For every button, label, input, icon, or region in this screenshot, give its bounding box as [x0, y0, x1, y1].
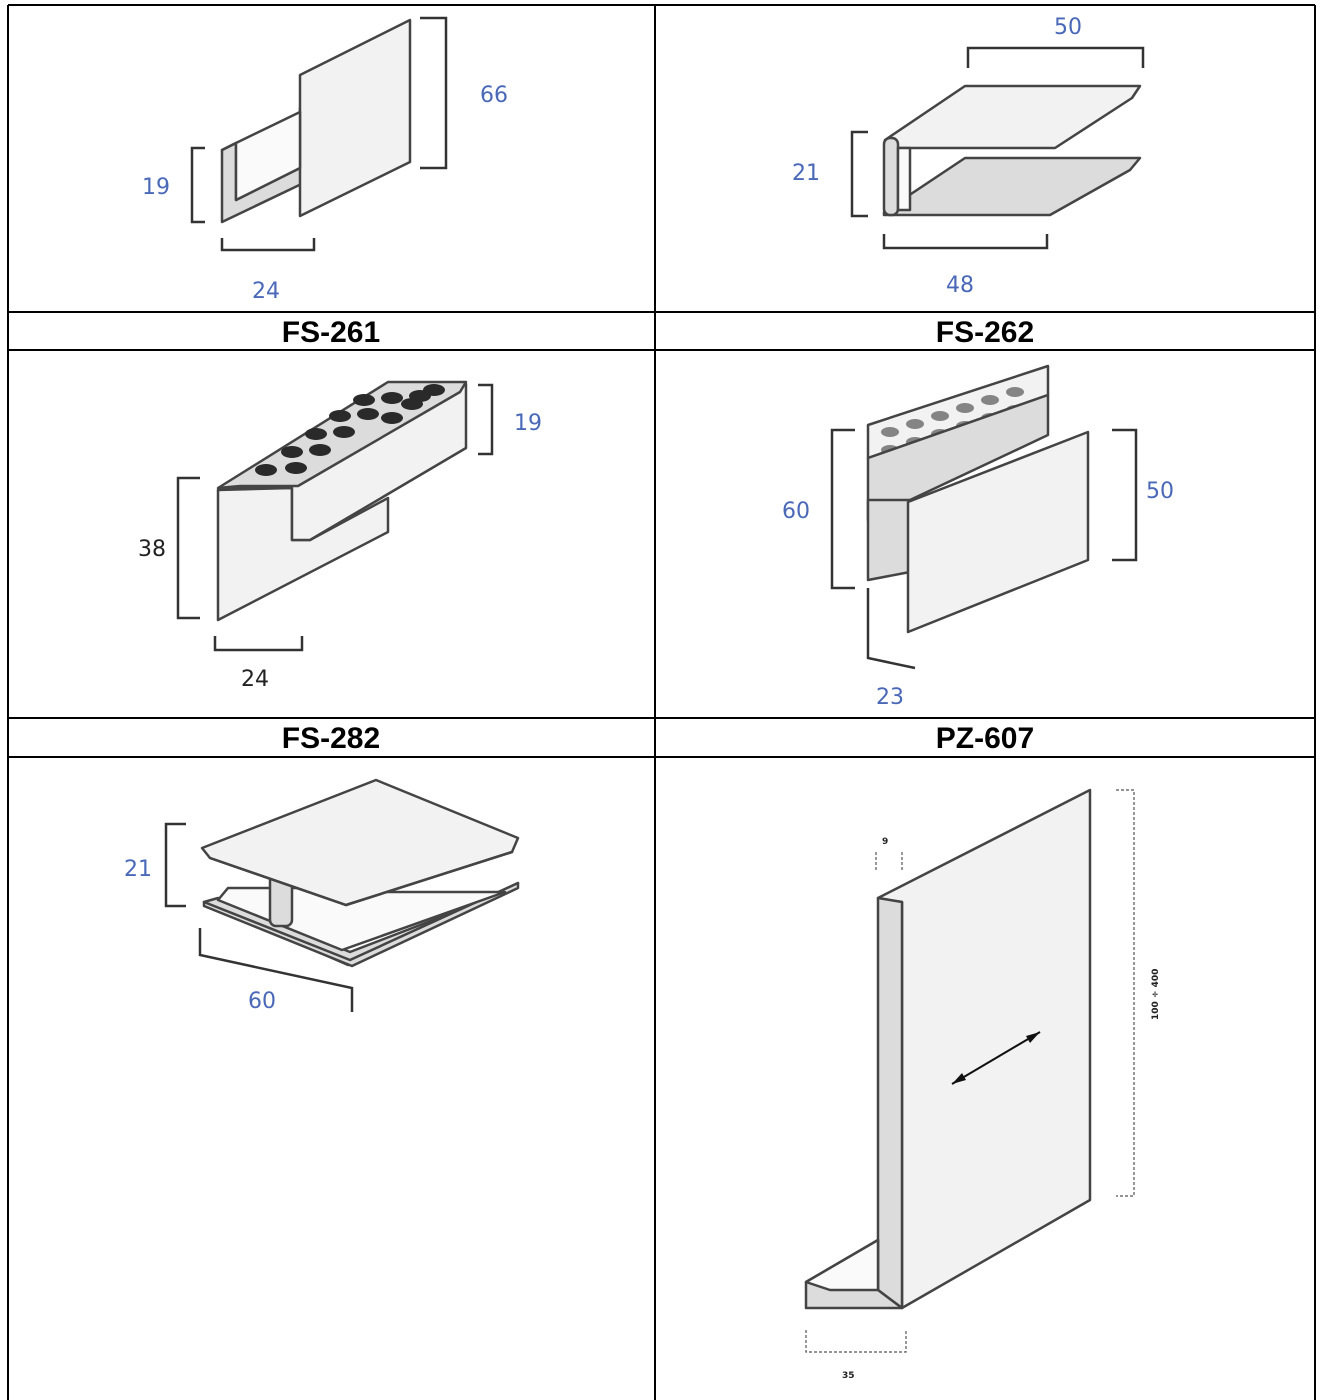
dimension-base: 35 — [842, 1371, 855, 1381]
dimension-front: 50 — [1146, 479, 1174, 504]
profile-drawing-l-panel — [804, 788, 1135, 1353]
product-code-fs-282: FS-282 — [282, 722, 380, 755]
dimension-height: 60 — [782, 499, 810, 524]
dimension-depth: 19 — [514, 411, 542, 436]
dimension-height: 21 — [792, 161, 820, 186]
dimension-top-width: 50 — [1054, 15, 1082, 40]
profile-drawing-fs-262 — [850, 46, 1145, 250]
dimension-width: 23 — [876, 685, 904, 710]
product-code-pz-607: PZ-607 — [936, 722, 1034, 755]
dimension-width: 60 — [248, 989, 276, 1014]
dimension-height: 38 — [138, 537, 166, 562]
dimension-height-range: 100 ÷ 400 — [1151, 969, 1161, 1020]
product-code-fs-261: FS-261 — [282, 316, 380, 349]
perforation-holes — [255, 384, 445, 476]
profile-drawing-pz-607 — [830, 364, 1138, 670]
dimension-width: 24 — [241, 667, 269, 692]
profile-drawing-h-joint — [164, 778, 520, 1012]
dimension-width: 24 — [252, 279, 280, 304]
product-code-fs-262: FS-262 — [936, 316, 1034, 349]
dimension-height: 66 — [480, 83, 508, 108]
profile-drawing-fs-261 — [190, 16, 448, 252]
profile-drawing-fs-282 — [176, 380, 494, 652]
table-grid — [7, 4, 1316, 1400]
dimension-height: 21 — [124, 857, 152, 882]
dimension-thickness: 9 — [882, 837, 888, 847]
dimension-bottom-width: 48 — [946, 273, 974, 298]
dimension-lip: 19 — [142, 175, 170, 200]
